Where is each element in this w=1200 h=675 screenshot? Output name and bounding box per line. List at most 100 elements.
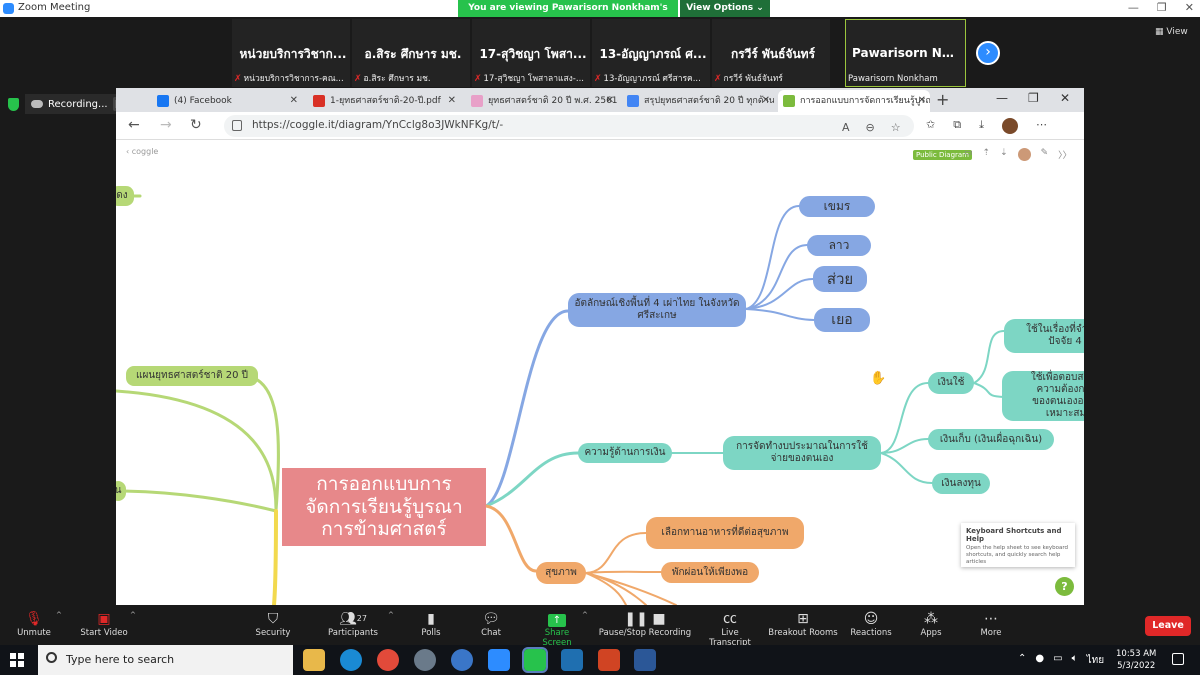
- chat-button[interactable]: 💬︎ Chat: [478, 610, 504, 638]
- downloads-icon[interactable]: ⤓: [979, 118, 984, 131]
- minimize-icon[interactable]: —: [1127, 1, 1139, 14]
- browser-minimize-icon[interactable]: —: [996, 91, 1008, 105]
- mindmap-root-node[interactable]: การออกแบบการจัดการเรียนรู้บูรณาการข้ามศา…: [282, 468, 486, 546]
- powerpoint-icon[interactable]: [598, 649, 620, 671]
- new-tab-icon[interactable]: +: [936, 90, 950, 109]
- participant-tile-active-speaker[interactable]: Pawarisorn Non... Pawarisorn Nonkham: [845, 19, 966, 87]
- mindmap-node[interactable]: สุขภาพ: [536, 562, 586, 584]
- favorite-add-icon[interactable]: ☆: [890, 121, 901, 134]
- browser-tab-active[interactable]: การออกแบบการจัดการเรียนรู้บูรณ... ✕: [778, 90, 930, 112]
- browser-tab[interactable]: 1-ยุทธศาสตร์ชาติ-20-ปี.pdf ✕: [308, 90, 460, 112]
- mindmap-node[interactable]: ใช้ในเรื่องที่จำเป็น ปัจจัย 4: [1004, 319, 1084, 353]
- profile-avatar[interactable]: [1001, 118, 1018, 134]
- unmute-button[interactable]: 🎙︎ Unmute: [14, 610, 54, 638]
- share-options-caret-icon[interactable]: ^: [582, 611, 588, 619]
- participants-caret-icon[interactable]: ^: [388, 611, 394, 619]
- word-icon[interactable]: [634, 649, 656, 671]
- breakout-rooms-button[interactable]: ⊞ Breakout Rooms: [768, 610, 838, 638]
- mindmap-node[interactable]: ความรู้ด้านการเงิน: [578, 443, 672, 463]
- encryption-shield-icon[interactable]: [8, 97, 19, 111]
- coggle-canvas[interactable]: ‹ coggle Public Diagram ▭ ⇡ ⇣ ✎ 〉〉: [116, 141, 1084, 605]
- tray-app-icon[interactable]: ●: [1035, 653, 1045, 664]
- help-button[interactable]: ?: [1055, 577, 1074, 596]
- participant-tile[interactable]: หน่วยบริการวิชาก... ✗หน่วยบริการวิชาการ-…: [232, 19, 350, 87]
- more-button[interactable]: ⋯ More: [978, 610, 1004, 638]
- app-icon[interactable]: [414, 649, 436, 671]
- live-transcript-button[interactable]: ㏄ Live Transcript: [700, 610, 760, 648]
- view-options-button[interactable]: View Options ⌄: [680, 0, 770, 17]
- volume-icon[interactable]: 🔈︎: [1071, 653, 1078, 664]
- apps-button[interactable]: ⁂ Apps: [918, 610, 944, 638]
- browser-tab[interactable]: ยุทธศาสตร์ชาติ 20 ปี พ.ศ. 2561-... ✕: [466, 90, 618, 112]
- participant-tile[interactable]: กรวีร์ พันธ์จันทร์ ✗กรวีร์ พันธ์จันทร์: [712, 19, 830, 87]
- zoom-icon[interactable]: ⊖: [865, 121, 875, 134]
- audio-options-caret-icon[interactable]: ^: [56, 611, 62, 619]
- url-field[interactable]: https://coggle.it/diagram/YnCclg8o3JWkNF…: [224, 115, 914, 137]
- taskbar-search-box[interactable]: Type here to search: [38, 645, 293, 675]
- edge-icon[interactable]: [340, 649, 362, 671]
- tab-close-icon[interactable]: ✕: [447, 95, 456, 106]
- public-diagram-badge[interactable]: Public Diagram: [913, 150, 972, 160]
- participant-tile[interactable]: อ.สิระ ศึกษาร มช. ✗อ.สิระ ศึกษาร มช.: [352, 19, 470, 87]
- leave-button[interactable]: Leave: [1145, 616, 1191, 636]
- mindmap-node[interactable]: ส่วย: [813, 266, 867, 292]
- participants-button[interactable]: 👥︎27 Participants: [326, 610, 380, 638]
- security-button[interactable]: ⛉ Security: [252, 610, 294, 638]
- start-video-button[interactable]: ▣ Start Video: [78, 610, 130, 638]
- share-screen-button[interactable]: ↑ Share Screen: [530, 610, 584, 648]
- next-page-button[interactable]: ›: [976, 41, 1000, 65]
- view-button[interactable]: ▦ View: [1155, 27, 1188, 37]
- line-icon[interactable]: [522, 647, 548, 673]
- keyboard-shortcuts-popup[interactable]: Keyboard Shortcuts and Help Open the hel…: [961, 523, 1075, 567]
- tab-close-icon[interactable]: ✕: [761, 95, 770, 106]
- taskbar-clock[interactable]: 10:53 AM 5/3/2022: [1116, 648, 1156, 672]
- chrome-icon[interactable]: [377, 649, 399, 671]
- browser-tab[interactable]: (4) Facebook ✕: [152, 90, 302, 112]
- download-icon[interactable]: ⇣: [1000, 148, 1008, 158]
- pause-stop-recording-button[interactable]: ❚❚ ■ Pause/Stop Recording: [598, 610, 692, 638]
- mindmap-node[interactable]: เงินเก็บ (เงินเผื่อฉุกเฉิน): [928, 429, 1054, 450]
- mindmap-node[interactable]: ดง: [116, 186, 134, 206]
- tray-chevron-icon[interactable]: ⌃: [1018, 653, 1027, 664]
- mindmap-node[interactable]: อัตลักษณ์เชิงพื้นที่ 4 เผ่าไทย ในจังหวัด…: [568, 293, 746, 327]
- collections-icon[interactable]: ⧉: [953, 118, 962, 131]
- mindmap-node[interactable]: เลือกทานอาหารที่ดีต่อสุขภาพ: [646, 517, 804, 549]
- input-language[interactable]: ไทย: [1086, 655, 1105, 666]
- browser-restore-icon[interactable]: ❐: [1028, 91, 1039, 105]
- reload-icon[interactable]: ↻: [190, 117, 202, 133]
- browser-tab[interactable]: สรุปยุทธศาสตร์ชาติ 20 ปี ทุกด้าน ... ✕: [622, 90, 774, 112]
- network-icon[interactable]: ▭: [1053, 653, 1063, 664]
- close-icon[interactable]: ✕: [1184, 1, 1194, 14]
- mindmap-node[interactable]: เงินใช้: [928, 372, 974, 394]
- back-arrow-icon[interactable]: ←: [128, 117, 140, 133]
- mindmap-node[interactable]: ใช้เพื่อตอบสนองความต้องการของตนเองอย่างเ…: [1002, 371, 1084, 421]
- mindmap-node[interactable]: เขมร: [799, 196, 875, 217]
- mindmap-node[interactable]: การจัดทำงบประมาณในการใช้จ่ายของตนเอง: [723, 436, 881, 470]
- participant-tile[interactable]: 17-สุวิชญา โพสา... ✗17-สุวิชญา โพสาลาแสง…: [472, 19, 590, 87]
- comment-icon[interactable]: ▭: [964, 148, 973, 158]
- photos-icon[interactable]: [561, 649, 583, 671]
- tab-close-icon[interactable]: ✕: [605, 95, 614, 106]
- maximize-icon[interactable]: ❐: [1156, 1, 1167, 14]
- tab-close-icon[interactable]: ✕: [289, 95, 298, 106]
- mindmap-node[interactable]: พักผ่อนให้เพียงพอ: [661, 562, 759, 583]
- more-menu-icon[interactable]: ⋯: [1035, 118, 1047, 131]
- coggle-back-link[interactable]: ‹ coggle: [126, 147, 159, 156]
- read-aloud-icon[interactable]: A: [842, 121, 850, 134]
- collaborator-avatar[interactable]: [1017, 148, 1031, 161]
- app-icon[interactable]: [451, 649, 473, 671]
- mindmap-node[interactable]: น: [116, 481, 126, 501]
- mindmap-node[interactable]: แผนยุทธศาสตร์ชาติ 20 ปี: [126, 366, 258, 386]
- zoom-taskbar-icon[interactable]: [488, 649, 510, 671]
- edit-icon[interactable]: ✎: [1040, 148, 1049, 158]
- browser-close-icon[interactable]: ✕: [1060, 91, 1071, 105]
- reactions-button[interactable]: ☺ Reactions: [850, 610, 892, 638]
- mindmap-node[interactable]: ลาว: [807, 235, 871, 256]
- tab-close-icon[interactable]: ✕: [917, 95, 926, 106]
- windows-start-icon[interactable]: [10, 653, 24, 667]
- mindmap-node[interactable]: เยอ: [814, 308, 870, 332]
- file-explorer-icon[interactable]: [303, 649, 325, 671]
- favorites-icon[interactable]: ✩: [926, 118, 936, 131]
- notifications-icon[interactable]: [1172, 653, 1184, 665]
- history-icon[interactable]: 〉〉: [1058, 151, 1072, 161]
